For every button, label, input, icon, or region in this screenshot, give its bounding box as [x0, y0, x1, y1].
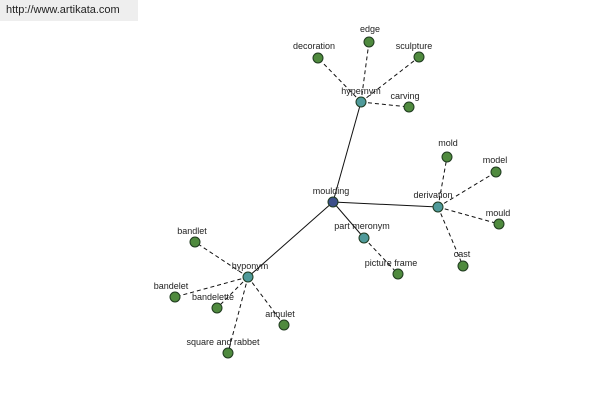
edge-derivation-to-model	[437, 171, 497, 208]
node-model[interactable]	[490, 166, 502, 178]
node-sculpture[interactable]	[413, 51, 425, 63]
node-square-and-rabbet[interactable]	[222, 347, 234, 359]
node-label-sculpture[interactable]: sculpture	[396, 41, 433, 51]
node-derivation[interactable]	[432, 201, 444, 213]
edge-hyponym-to-annulet	[247, 276, 285, 326]
nodes-layer	[169, 36, 505, 359]
edges-layer	[174, 41, 500, 354]
node-decoration[interactable]	[312, 52, 324, 64]
edge-hyponym-to-bandelet	[174, 276, 249, 298]
node-bandlet[interactable]	[189, 236, 201, 248]
labels-layer: moulding hypernym derivation part meronym hy…	[154, 24, 511, 347]
node-annulet[interactable]	[278, 319, 290, 331]
node-label-annulet[interactable]: annulet	[265, 309, 295, 319]
node-edge[interactable]	[363, 36, 375, 48]
node-label-decoration[interactable]: decoration	[293, 41, 335, 51]
edge-derivation-to-mould	[437, 206, 500, 225]
node-bandelette[interactable]	[211, 302, 223, 314]
edge-moulding-to-hyponym	[247, 201, 334, 278]
node-label-mold[interactable]: mold	[438, 138, 458, 148]
node-label-square-and-rabbet[interactable]: square and rabbet	[186, 337, 260, 347]
edge-hypernym-to-sculpture	[360, 56, 420, 103]
edge-moulding-to-derivation	[332, 201, 439, 208]
node-label-derivation[interactable]: derivation	[413, 190, 452, 200]
node-mold[interactable]	[441, 151, 453, 163]
node-label-moulding[interactable]: moulding	[313, 186, 350, 196]
node-picture-frame[interactable]	[392, 268, 404, 280]
node-hypernym[interactable]	[355, 96, 367, 108]
edge-hyponym-to-bandelette	[216, 276, 249, 309]
node-label-bandelet[interactable]: bandelet	[154, 281, 189, 291]
node-label-hypernym[interactable]: hypernym	[341, 86, 381, 96]
node-cast[interactable]	[457, 260, 469, 272]
node-label-picture-frame[interactable]: picture frame	[365, 258, 418, 268]
node-label-hyponym[interactable]: hyponym	[232, 261, 269, 271]
node-label-cast[interactable]: cast	[454, 249, 471, 259]
node-hyponym[interactable]	[242, 271, 254, 283]
node-label-bandelette[interactable]: bandelette	[192, 292, 234, 302]
node-label-bandlet[interactable]: bandlet	[177, 226, 207, 236]
edge-derivation-to-mold	[437, 156, 448, 208]
edge-moulding-to-part-meronym	[332, 201, 365, 239]
node-part-meronym[interactable]	[358, 232, 370, 244]
node-mould[interactable]	[493, 218, 505, 230]
edge-hyponym-to-bandlet	[194, 241, 249, 278]
node-label-mould[interactable]: mould	[486, 208, 511, 218]
node-moulding[interactable]	[327, 196, 339, 208]
node-bandelet[interactable]	[169, 291, 181, 303]
edge-hyponym-to-square-and-rabbet	[227, 276, 249, 354]
edge-derivation-to-cast	[437, 206, 464, 267]
site-url-watermark[interactable]: http://www.artikata.com	[0, 0, 138, 21]
edge-part-meronym-to-picture-frame	[363, 237, 399, 275]
node-label-edge[interactable]: edge	[360, 24, 380, 34]
edge-moulding-to-hypernym	[332, 101, 362, 203]
node-label-part-meronym[interactable]: part meronym	[334, 221, 390, 231]
edge-hypernym-to-decoration	[317, 57, 362, 103]
edge-hypernym-to-edge	[360, 41, 370, 103]
node-label-model[interactable]: model	[483, 155, 508, 165]
node-label-carving[interactable]: carving	[390, 91, 419, 101]
edge-hypernym-to-carving	[360, 101, 410, 108]
node-carving[interactable]	[403, 101, 415, 113]
